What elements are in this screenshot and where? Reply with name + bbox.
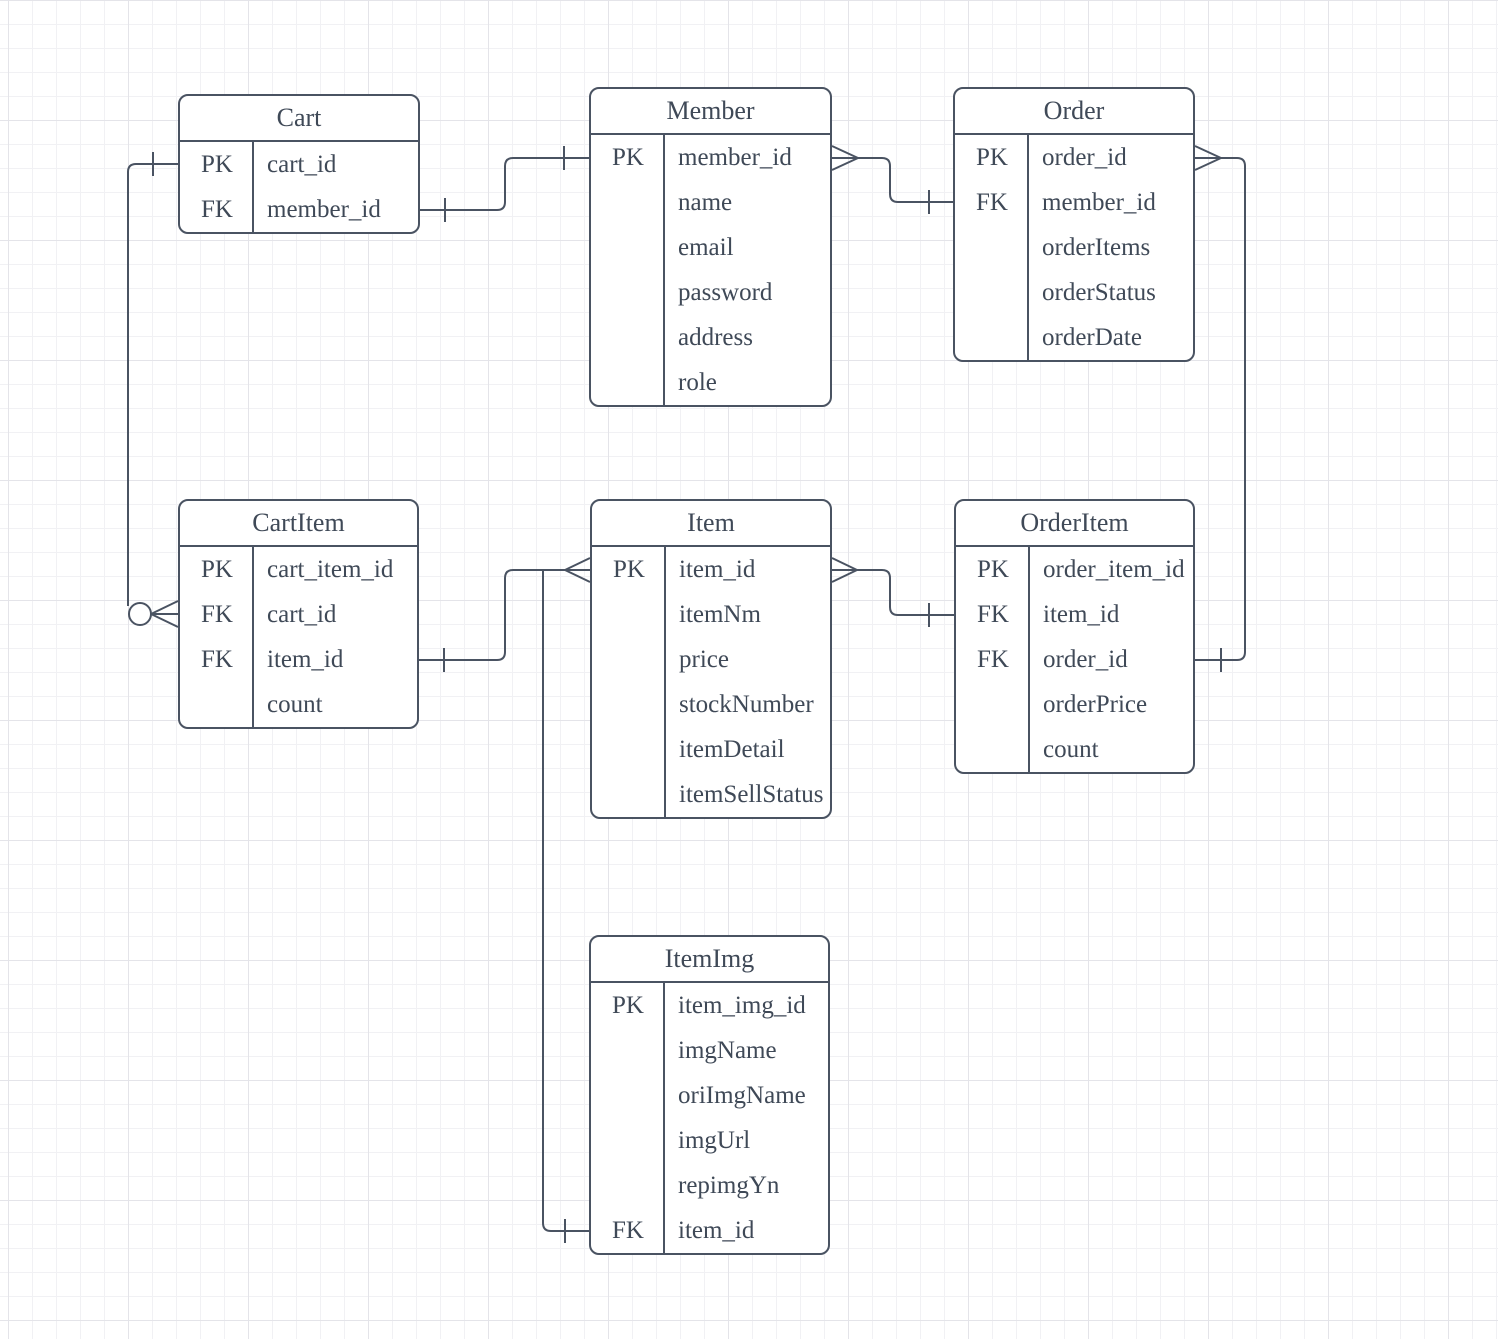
entity-item[interactable]: Item PK item_id itemNm price stockNumber… xyxy=(590,499,832,819)
table-row: PK member_id xyxy=(612,143,792,171)
relationship-order-orderitem[interactable] xyxy=(1195,146,1245,672)
table-row: PK item_img_id xyxy=(612,991,806,1019)
entity-itemimg[interactable]: ItemImg PK item_img_id imgName oriImgNam… xyxy=(589,935,830,1255)
crow-foot xyxy=(151,601,178,627)
table-row: FK item_id xyxy=(977,600,1120,628)
crow-foot xyxy=(565,558,590,582)
table-row: imgUrl xyxy=(678,1126,751,1154)
table-row: orderDate xyxy=(1042,323,1142,351)
entity-title: Member xyxy=(591,89,830,135)
table-row: stockNumber xyxy=(679,690,814,718)
zero-circle xyxy=(129,603,151,625)
table-row: FK member_id xyxy=(976,188,1156,216)
table-row: password xyxy=(678,278,773,306)
entity-title: Cart xyxy=(180,96,418,142)
table-row: email xyxy=(678,233,734,261)
entity-member[interactable]: Member PK member_id name email password … xyxy=(589,87,832,407)
crow-foot xyxy=(832,558,857,582)
table-row: repimgYn xyxy=(678,1171,780,1199)
crow-foot xyxy=(1195,146,1221,170)
relationship-item-itemimg[interactable] xyxy=(543,570,589,1243)
entity-title: OrderItem xyxy=(956,501,1193,547)
table-row: role xyxy=(678,368,717,396)
table-row: oriImgName xyxy=(678,1081,806,1109)
entity-title: Order xyxy=(955,89,1193,135)
relationship-item-cartitem[interactable] xyxy=(419,558,590,672)
table-row: orderStatus xyxy=(1042,278,1156,306)
entity-cart[interactable]: Cart PK cart_id FK member_id xyxy=(178,94,420,234)
table-row: FK item_id xyxy=(201,645,344,673)
table-row: FK order_id xyxy=(977,645,1128,673)
entity-cartitem[interactable]: CartItem PK cart_item_id FK cart_id FK i… xyxy=(178,499,419,729)
entity-title: Item xyxy=(592,501,830,547)
table-row: price xyxy=(679,645,729,673)
entity-title: ItemImg xyxy=(591,937,828,983)
table-row: PK cart_item_id xyxy=(201,555,394,583)
table-row: itemSellStatus xyxy=(679,780,824,808)
table-row: PK order_item_id xyxy=(977,555,1185,583)
table-row: name xyxy=(678,188,733,216)
table-row: PK order_id xyxy=(976,143,1127,171)
relationship-cart-cartitem[interactable] xyxy=(128,152,178,627)
relationship-cart-member[interactable] xyxy=(420,146,589,222)
table-row: FK item_id xyxy=(612,1216,755,1244)
relationship-item-orderitem[interactable] xyxy=(832,558,954,627)
table-row: address xyxy=(678,323,753,351)
table-row: FK member_id xyxy=(201,195,381,223)
entity-order[interactable]: Order PK order_id FK member_id orderItem… xyxy=(953,87,1195,362)
relationship-member-order[interactable] xyxy=(832,146,953,214)
entity-orderitem[interactable]: OrderItem PK order_item_id FK item_id FK… xyxy=(954,499,1195,774)
table-row: PK item_id xyxy=(613,555,756,583)
crow-foot xyxy=(832,146,858,170)
table-row: itemNm xyxy=(679,600,761,628)
table-row: itemDetail xyxy=(679,735,785,763)
table-row: orderItems xyxy=(1042,233,1151,261)
entity-title: CartItem xyxy=(180,501,417,547)
table-row: orderPrice xyxy=(1043,690,1148,718)
table-row: count xyxy=(1043,735,1099,763)
table-row: imgName xyxy=(678,1036,777,1064)
table-row: count xyxy=(267,690,323,718)
table-row: PK cart_id xyxy=(201,150,337,178)
table-row: FK cart_id xyxy=(201,600,337,628)
